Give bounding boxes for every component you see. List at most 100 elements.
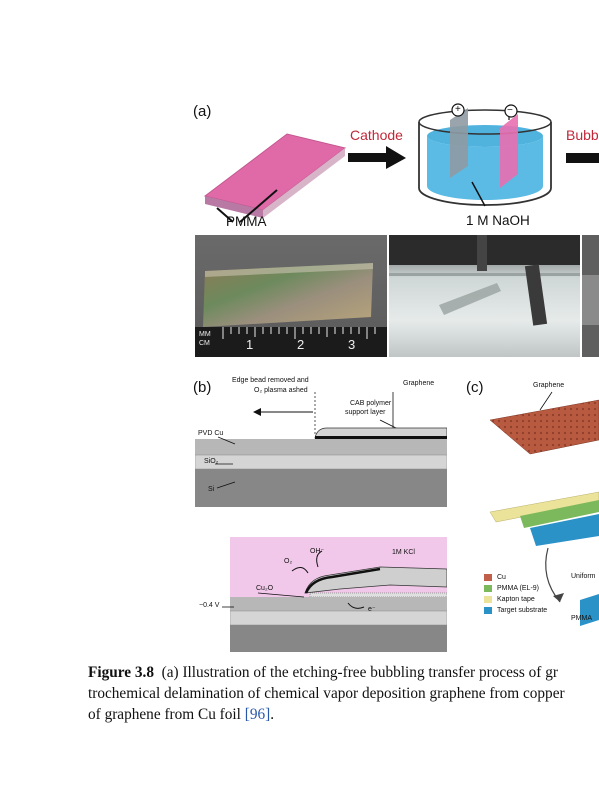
legend-item-cu: Cu	[484, 572, 547, 583]
transfer-curve-arrow	[545, 547, 561, 603]
legend-label-pmma: PMMA (EL-9)	[497, 584, 540, 592]
pvd-cu-label: PVD Cu	[198, 430, 224, 437]
reference-link[interactable]: [96]	[244, 706, 271, 723]
ruler	[195, 327, 387, 357]
cab-label-line1: CAB polymer	[350, 400, 392, 407]
legend-label-target-substrate: Target substrate	[497, 606, 548, 614]
uniform-label: Uniform	[571, 573, 596, 580]
caption-end: .	[270, 706, 275, 723]
cathode-plate	[500, 114, 518, 188]
caption-line-1: Figure 3.8 (a) Illustration of the etchi…	[88, 662, 599, 683]
cab-polymer-layer	[314, 427, 447, 439]
pmma-arrow-1	[216, 207, 234, 223]
edge-bead-label-line1: Edge bead removed and	[232, 377, 309, 384]
pmma-sample-illustration	[203, 133, 347, 223]
sio2-layer	[195, 454, 447, 470]
layer-stack-diagram-bottom	[230, 537, 447, 652]
electron-arrow	[347, 602, 365, 609]
naoh-label: 1 M NaOH	[466, 213, 530, 228]
final-substrate-layer	[580, 594, 599, 626]
minus-sign: −	[507, 105, 513, 116]
bubbling-label: Bubb	[566, 127, 599, 143]
panel-c-label: (c)	[466, 379, 484, 396]
cab-label-line2: support layer	[345, 409, 386, 416]
delaminated-graphene	[304, 567, 381, 594]
pvd-cu-layer	[195, 439, 447, 455]
legend-swatch-target-substrate	[484, 607, 492, 614]
cu2o-label: Cu₂O	[256, 585, 274, 592]
caption-text-3: of graphene from Cu foil	[88, 706, 245, 723]
ruler-ticks	[222, 327, 376, 339]
pmma-layer-c	[520, 500, 599, 528]
anode-plate	[450, 108, 468, 178]
sio2-layer-bottom	[230, 610, 447, 626]
caption-line-2: trochemical delamination of chemical vap…	[88, 683, 599, 704]
photo-sample-with-ruler	[195, 235, 387, 357]
layer-stack-diagram-top	[195, 392, 447, 507]
o2-curve-arrow	[291, 567, 309, 574]
pmma-slab-front	[205, 196, 263, 218]
caption-line-3: of graphene from Cu foil [96].	[88, 704, 599, 725]
voltage-label: −0.4 V	[199, 602, 220, 609]
legend-item-pmma: PMMA (EL-9)	[484, 583, 547, 594]
target-substrate-layer	[530, 514, 599, 546]
pmma-slab-side	[263, 148, 345, 218]
legend-swatch-cu	[484, 574, 492, 581]
legend-label-cu: Cu	[497, 573, 506, 581]
pmma-arrow-2	[239, 189, 278, 223]
graphene-film	[439, 283, 501, 315]
kcl-label: 1M KCl	[392, 549, 415, 556]
process-arrow-1	[348, 146, 406, 169]
voltage-pointer	[222, 606, 234, 608]
legend-label-kapton: Kapton tape	[497, 595, 535, 603]
legend-item-kapton: Kapton tape	[484, 594, 547, 605]
caption-text-2: trochemical delamination of chemical vap…	[88, 685, 565, 702]
sio2-label: SiO₂	[204, 458, 219, 465]
process-arrow-2	[566, 153, 599, 163]
pmma-bottom-label: PMMA	[571, 615, 592, 622]
graphene-label-c: Graphene	[533, 382, 565, 389]
cu-foil-with-graphene	[489, 399, 599, 455]
negative-terminal	[504, 104, 518, 118]
beaker-rim	[418, 109, 552, 135]
graphene-label-b: Graphene	[403, 380, 435, 387]
panel-c-illustration	[489, 391, 599, 626]
si-layer-bottom	[230, 625, 447, 652]
pvd-cu-layer-bottom	[230, 597, 447, 611]
o2-label: O₂	[284, 558, 293, 565]
ruler-number-2: 2	[297, 337, 305, 352]
figure-caption: Figure 3.8 (a) Illustration of the etchi…	[88, 662, 599, 725]
legend-swatch-kapton	[484, 596, 492, 603]
oh-curve-arrow	[316, 550, 323, 568]
graphene-foil	[203, 263, 373, 327]
naoh-pointer	[471, 181, 486, 207]
legend-swatch-pmma	[484, 585, 492, 592]
electrolysis-beaker	[418, 103, 552, 207]
edge-bead-label-line2: O₂ plasma ashed	[254, 387, 308, 394]
cu2o-layer	[309, 592, 447, 598]
cathode-label: Cathode	[350, 127, 403, 143]
panel-c-legend: Cu PMMA (EL-9) Kapton tape Target substr…	[484, 572, 547, 616]
delaminating-cab-layer	[304, 566, 447, 594]
ruler-unit-mm: MM	[199, 331, 211, 338]
ruler-number-1: 1	[246, 337, 254, 352]
si-layer	[195, 469, 447, 507]
kapton-tape-layer	[489, 491, 599, 523]
ruler-unit-cm: CM	[199, 340, 210, 347]
plus-sign: +	[455, 104, 461, 115]
positive-terminal	[451, 103, 465, 117]
electrode-clip-right	[524, 264, 548, 326]
pmma-label: PMMA	[226, 214, 267, 229]
panel-a-label: (a)	[193, 103, 212, 120]
electrode-clip-left	[477, 235, 487, 271]
graphene-layer-line	[315, 436, 447, 439]
electron-label: e⁻	[368, 606, 376, 613]
oh-label: OH⁻	[310, 548, 325, 555]
figure-number: Figure 3.8	[88, 664, 154, 681]
si-label: Si	[208, 486, 215, 493]
photo-third-cut	[582, 235, 599, 357]
caption-text-1: (a) Illustration of the etching-free bub…	[161, 664, 558, 681]
legend-item-target-substrate: Target substrate	[484, 605, 547, 616]
photo-beaker-bubbling	[389, 235, 580, 357]
panel-b-label: (b)	[193, 379, 212, 396]
